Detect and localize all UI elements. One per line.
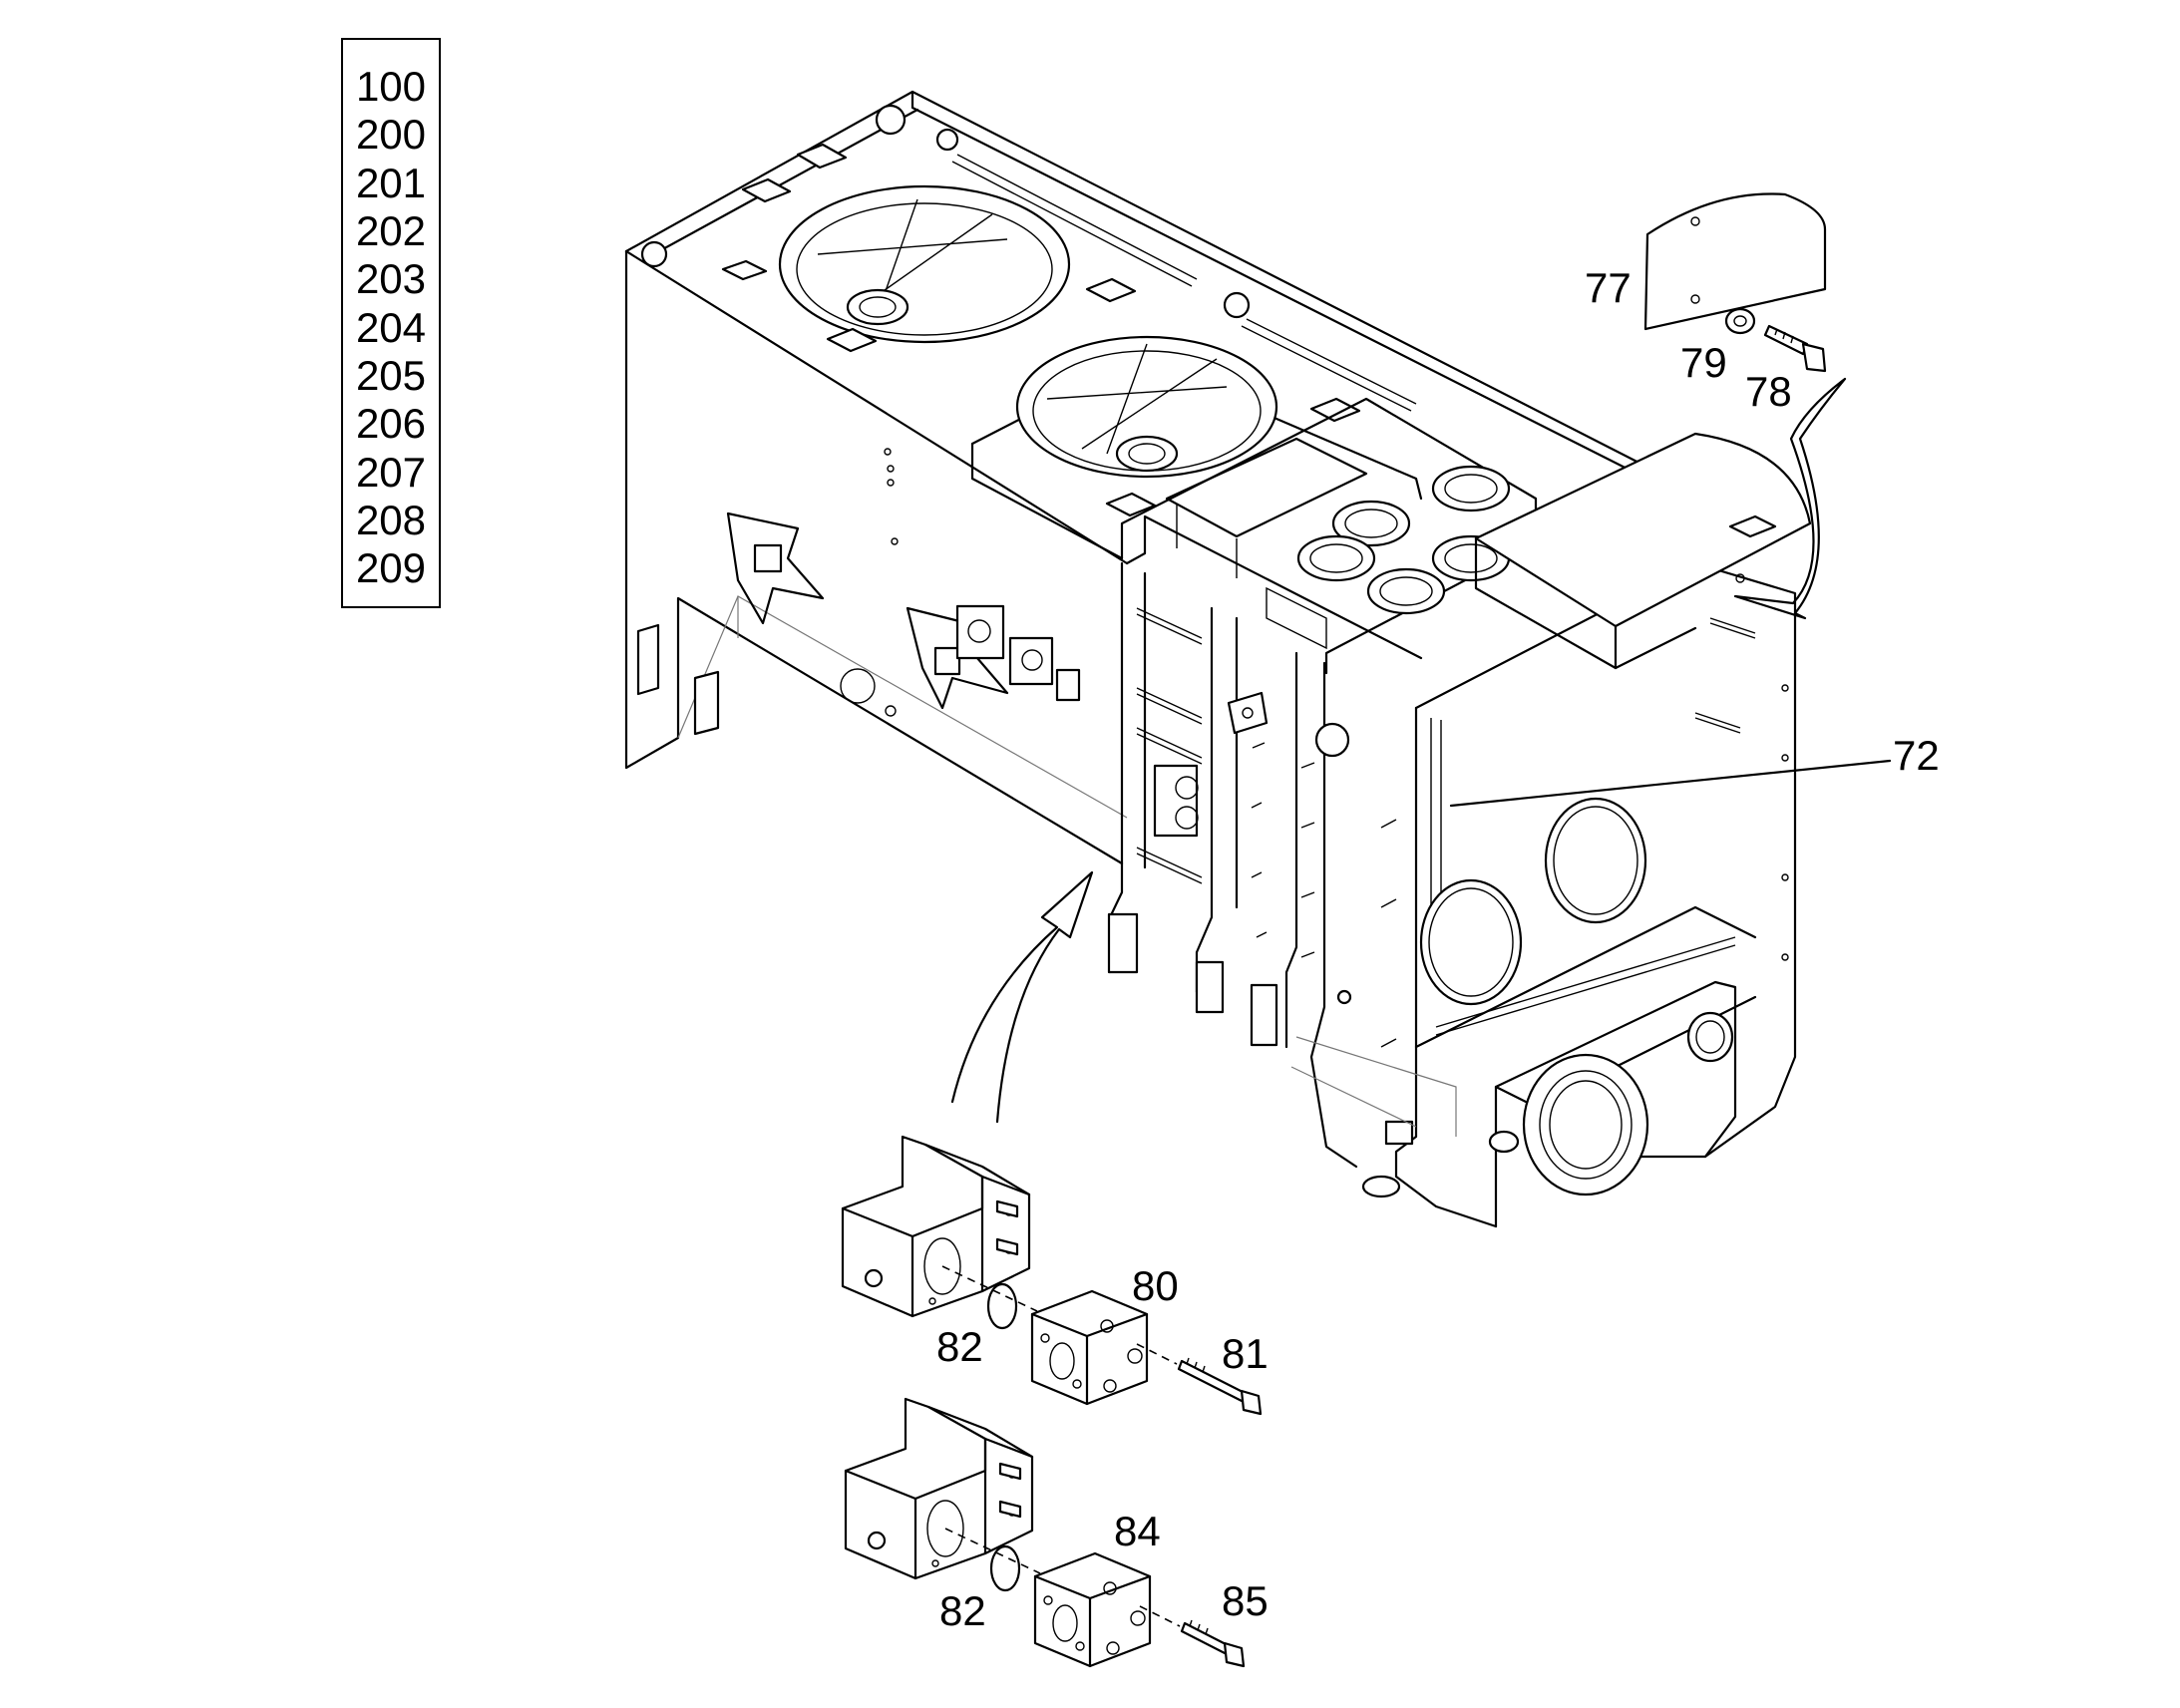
callout-82-lower: 82 [939, 1587, 986, 1634]
callout-78: 78 [1745, 368, 1792, 415]
variant-number-list: 100 200 201 202 203 204 205 206 207 208 … [341, 38, 441, 608]
variant-number: 207 [355, 449, 427, 496]
variant-number: 206 [355, 400, 427, 447]
variant-number: 203 [355, 255, 427, 302]
housing-top-deck [624, 90, 1672, 660]
callout-84: 84 [1114, 1508, 1161, 1554]
variant-number: 200 [355, 111, 427, 158]
variant-number: 202 [355, 207, 427, 254]
insertion-arrow-lower [950, 870, 1094, 1124]
callout-72: 72 [1893, 732, 1940, 779]
variant-number: 100 [355, 63, 427, 110]
housing-front-ribs [1107, 561, 1397, 1169]
washer-79 [1724, 307, 1756, 335]
variant-number: 201 [355, 160, 427, 206]
variant-number: 209 [355, 544, 427, 591]
callout-77: 77 [1585, 264, 1632, 311]
housing-right-wall [1290, 561, 1797, 1228]
leader-line-72 [1449, 759, 1892, 808]
callout-79: 79 [1680, 339, 1727, 386]
variant-number: 204 [355, 304, 427, 351]
bracket-assembly-lower [844, 1397, 1246, 1668]
cover-plate-77 [1643, 192, 1827, 331]
callout-80: 80 [1132, 1262, 1179, 1309]
bracket-assembly-upper [841, 1135, 1263, 1416]
callout-85: 85 [1222, 1577, 1269, 1624]
variant-number: 208 [355, 497, 427, 543]
housing-pipe-compartment [1120, 397, 1538, 675]
bolt-78 [1763, 324, 1827, 373]
callout-81: 81 [1222, 1330, 1269, 1377]
insertion-arrow-upper [1733, 377, 1847, 620]
housing-left-wall [624, 249, 1129, 865]
variant-number: 205 [355, 352, 427, 399]
housing-top-cover [1474, 432, 1812, 670]
callout-82-upper: 82 [936, 1323, 983, 1370]
